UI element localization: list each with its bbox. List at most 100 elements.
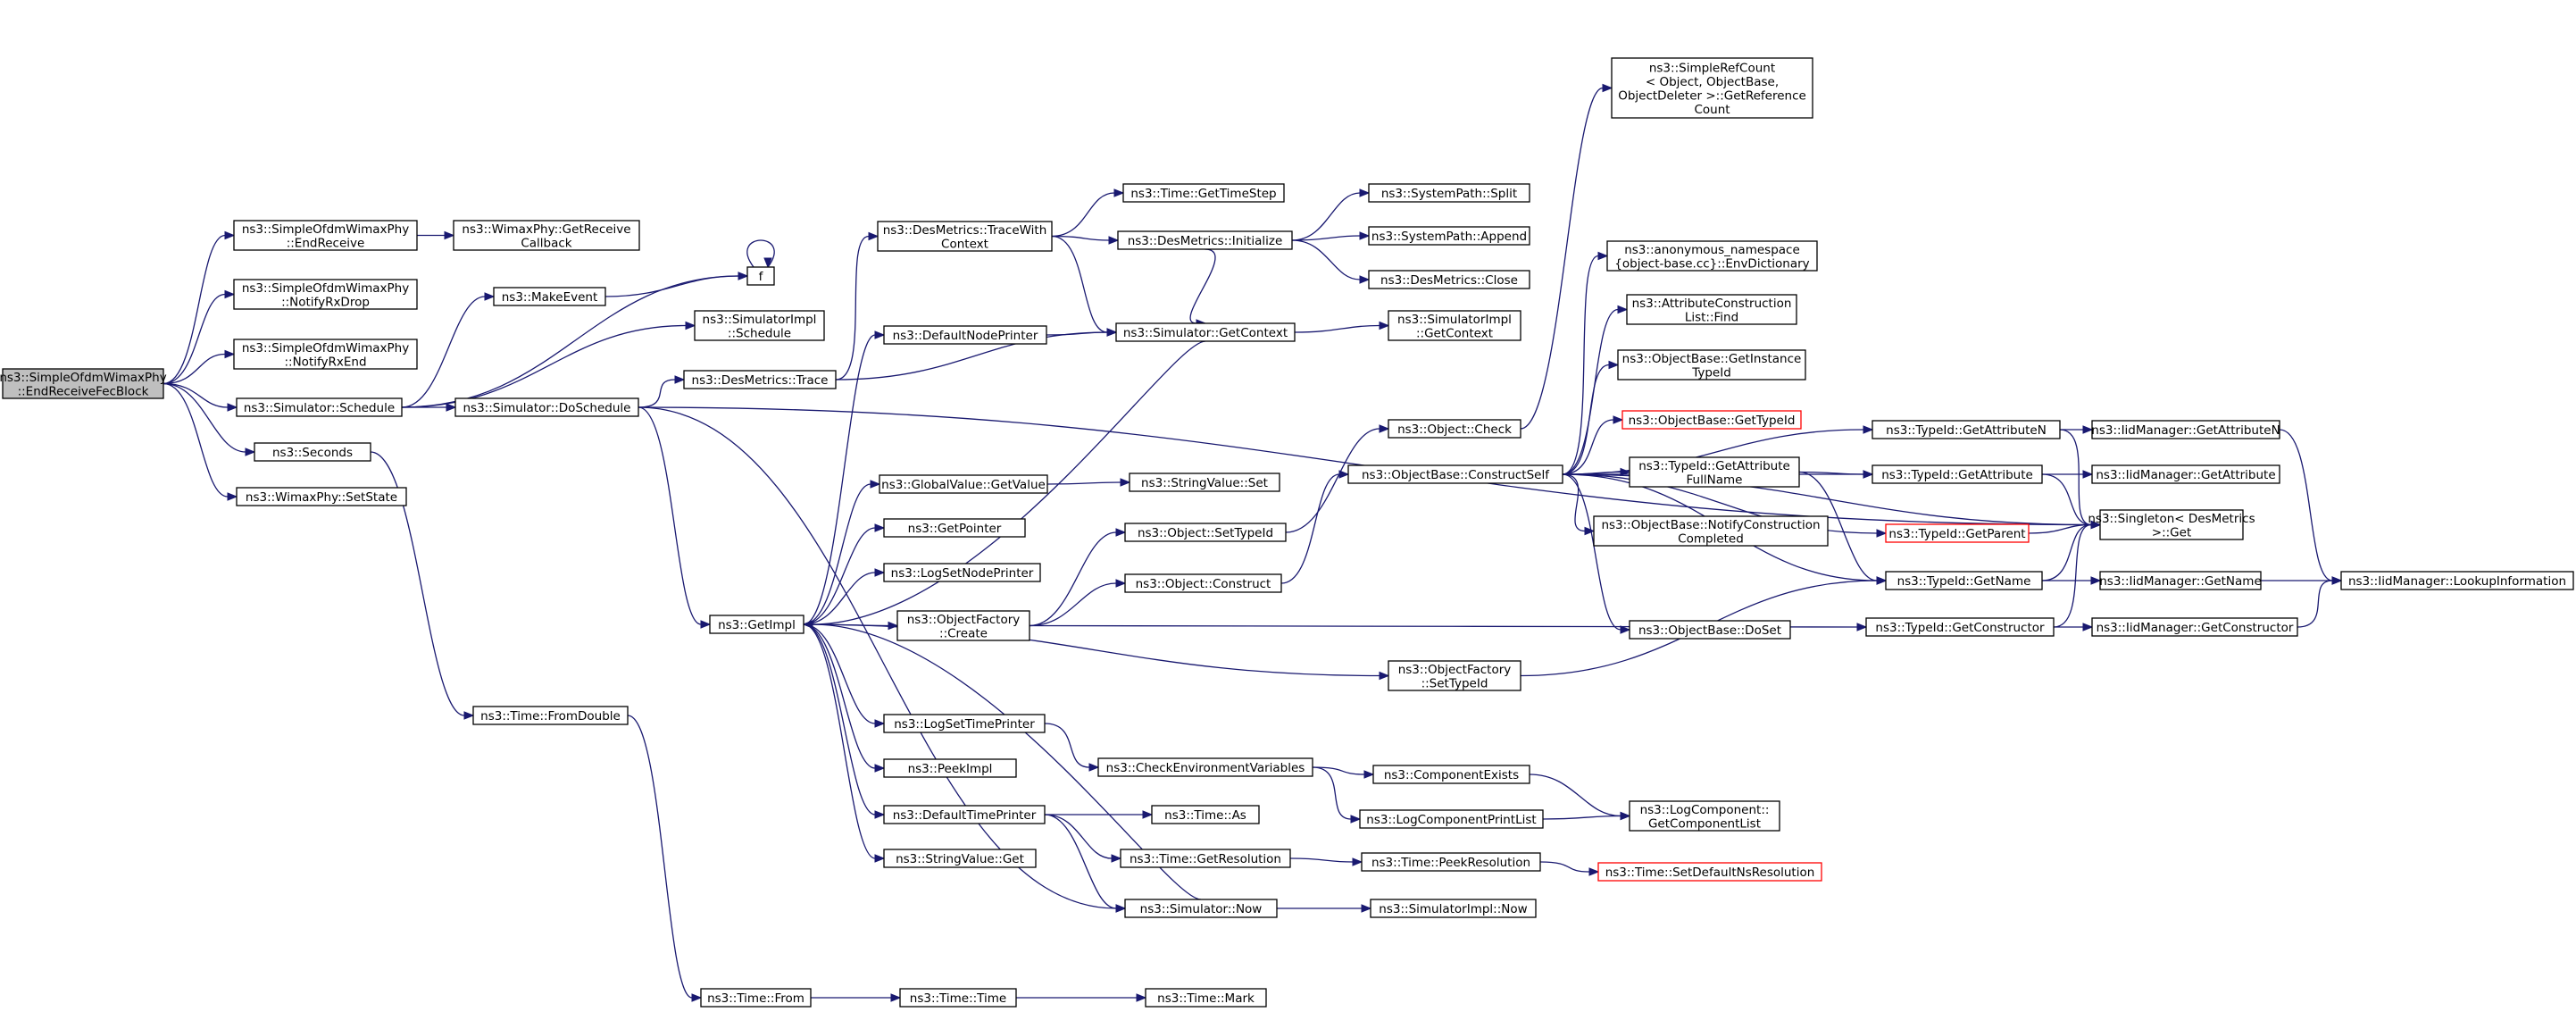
node-label: ::Create [939, 626, 988, 640]
node-label: ns3::Time::SetDefaultNsResolution [1605, 866, 1815, 880]
node-type-id-get-attribute[interactable]: ns3::TypeId::GetAttribute [1872, 464, 2043, 484]
node-label: ns3::Time::GetResolution [1130, 852, 1281, 866]
node-default-node-printer[interactable]: ns3::DefaultNodePrinter [883, 325, 1047, 345]
node-box [1359, 809, 1544, 829]
node-iid-get-attribute-n[interactable]: ns3::IidManager::GetAttributeN [2091, 420, 2280, 439]
node-simulator-now[interactable]: ns3::Simulator::Now [1124, 899, 1278, 918]
edge-schedule-to-sim-impl-schedule [401, 321, 696, 408]
node-notify-rx-drop[interactable]: ns3::SimpleOfdmWimaxPhy::NotifyRxDrop [233, 279, 418, 310]
node-end-receive[interactable]: ns3::SimpleOfdmWimaxPhy::EndReceive [233, 220, 418, 251]
node-label: ns3::StringValue::Get [896, 852, 1024, 866]
node-log-component-print-list[interactable]: ns3::LogComponentPrintList [1359, 809, 1544, 829]
node-seconds[interactable]: ns3::Seconds [254, 442, 371, 462]
node-box [746, 266, 775, 286]
node-do-set[interactable]: ns3::ObjectBase::DoSet [1629, 620, 1791, 640]
node-string-value-set[interactable]: ns3::StringValue::Set [1129, 473, 1280, 492]
node-factory-set-type-id[interactable]: ns3::ObjectFactory::SetTypeId [1388, 660, 1521, 691]
node-make-event[interactable]: ns3::MakeEvent [493, 287, 606, 306]
node-get-reference-count[interactable]: ns3::SimpleRefCount< Object, ObjectBase,… [1611, 57, 1813, 119]
node-sim-impl-get-context[interactable]: ns3::SimulatorImpl::GetContext [1388, 310, 1521, 341]
node-sim-impl-schedule[interactable]: ns3::SimulatorImpl::Schedule [694, 310, 825, 341]
node-from-double[interactable]: ns3::Time::FromDouble [472, 706, 629, 725]
node-peek-resolution[interactable]: ns3::Time::PeekResolution [1361, 852, 1541, 872]
node-box [1611, 57, 1813, 119]
node-notify-construction-completed[interactable]: ns3::ObjectBase::NotifyConstructionCompl… [1593, 515, 1829, 547]
node-object-set-type-id[interactable]: ns3::Object::SetTypeId [1124, 523, 1287, 542]
node-get-component-list[interactable]: ns3::LogComponent::GetComponentList [1629, 800, 1780, 832]
node-singleton-get[interactable]: ns3::Singleton< DesMetrics>::Get [2088, 509, 2255, 540]
node-component-exists[interactable]: ns3::ComponentExists [1372, 765, 1530, 784]
node-label: ns3::Time::PeekResolution [1371, 856, 1530, 870]
node-des-trace[interactable]: ns3::DesMetrics::Trace [683, 370, 837, 389]
node-label: < Object, ObjectBase, [1646, 75, 1779, 89]
node-time-mark[interactable]: ns3::Time::Mark [1145, 988, 1267, 1008]
node-global-get-value[interactable]: ns3::GlobalValue::GetValue [879, 474, 1048, 494]
node-des-initialize[interactable]: ns3::DesMetrics::Initialize [1117, 230, 1293, 250]
node-des-close[interactable]: ns3::DesMetrics::Close [1368, 270, 1530, 289]
node-box [1122, 183, 1285, 203]
node-system-append[interactable]: ns3::SystemPath::Append [1368, 226, 1530, 246]
edge-default-time-printer-to-simulator-now [1044, 814, 1127, 913]
edge-get-impl-to-default-time-printer [803, 623, 886, 819]
node-get-context[interactable]: ns3::Simulator::GetContext [1115, 322, 1296, 342]
node-iid-get-attribute[interactable]: ns3::IidManager::GetAttribute [2091, 464, 2280, 484]
edge-get-impl-to-peek-impl [803, 623, 886, 773]
node-notify-rx-end[interactable]: ns3::SimpleOfdmWimaxPhy::NotifyRxEnd [233, 339, 418, 370]
node-type-id-get-constructor[interactable]: ns3::TypeId::GetConstructor [1865, 617, 2055, 637]
node-object-construct[interactable]: ns3::Object::Construct [1124, 573, 1282, 593]
node-object-check[interactable]: ns3::Object::Check [1388, 419, 1521, 439]
edge-global-get-value-to-string-value-set [1046, 478, 1131, 487]
node-time-as[interactable]: ns3::Time::As [1151, 805, 1260, 824]
edge-object-factory-create-to-object-set-type-id [1029, 528, 1127, 627]
node-box [1361, 852, 1541, 872]
node-type-id-get-name[interactable]: ns3::TypeId::GetName [1885, 571, 2043, 590]
node-object-base-get-type-id[interactable]: ns3::ObjectBase::GetTypeId [1621, 410, 1802, 430]
node-box [1129, 473, 1280, 492]
node-object-factory-create[interactable]: ns3::ObjectFactory::Create [896, 610, 1030, 641]
node-construct-self[interactable]: ns3::ObjectBase::ConstructSelf [1347, 464, 1563, 484]
node-check-env[interactable]: ns3::CheckEnvironmentVariables [1097, 757, 1313, 777]
node-box [1368, 270, 1530, 289]
node-label: ns3::SystemPath::Append [1371, 230, 1527, 244]
node-string-value-get[interactable]: ns3::StringValue::Get [883, 849, 1037, 868]
node-box [694, 310, 825, 341]
node-label: ns3::ObjectBase::GetInstance [1622, 352, 1802, 366]
node-schedule[interactable]: ns3::Simulator::Schedule [236, 397, 403, 417]
node-sim-impl-now[interactable]: ns3::SimulatorImpl::Now [1370, 899, 1537, 918]
edge-check-env-to-component-exists [1312, 766, 1375, 779]
node-iid-lookup-information[interactable]: ns3::IidManager::LookupInformation [2340, 571, 2574, 590]
node-log-set-node-printer[interactable]: ns3::LogSetNodePrinter [883, 563, 1041, 582]
node-default-time-printer[interactable]: ns3::DefaultTimePrinter [883, 805, 1046, 824]
node-label: ns3::Object::SetTypeId [1138, 526, 1273, 540]
node-get-resolution[interactable]: ns3::Time::GetResolution [1120, 849, 1291, 868]
node-label: >::Get [2152, 525, 2191, 539]
node-set-state[interactable]: ns3::WimaxPhy::SetState [236, 487, 407, 506]
node-time-time[interactable]: ns3::Time::Time [899, 988, 1017, 1008]
node-get-impl[interactable]: ns3::GetImpl [709, 615, 804, 634]
edge-object-factory-create-to-object-construct [1029, 579, 1127, 627]
node-type-id-get-parent[interactable]: ns3::TypeId::GetParent [1885, 523, 2030, 543]
node-system-split[interactable]: ns3::SystemPath::Split [1368, 183, 1530, 203]
node-type-id-get-attribute-n[interactable]: ns3::TypeId::GetAttributeN [1872, 420, 2061, 439]
node-f[interactable]: f [746, 266, 775, 286]
node-set-default-ns-resolution[interactable]: ns3::Time::SetDefaultNsResolution [1597, 862, 1822, 882]
node-iid-get-constructor[interactable]: ns3::IidManager::GetConstructor [2091, 617, 2298, 637]
edge-type-id-get-attribute-to-iid-get-attribute [2042, 470, 2094, 479]
node-label: ns3::SimpleOfdmWimaxPhy [0, 371, 167, 385]
node-time-from[interactable]: ns3::Time::From [700, 988, 812, 1008]
node-do-schedule[interactable]: ns3::Simulator::DoSchedule [454, 397, 639, 417]
node-get-time-step[interactable]: ns3::Time::GetTimeStep [1122, 183, 1285, 203]
edge-root-to-end-receive [163, 230, 236, 385]
node-env-dictionary[interactable]: ns3::anonymous_namespace{object-base.cc}… [1606, 240, 1818, 272]
node-peek-impl[interactable]: ns3::PeekImpl [883, 758, 1017, 778]
node-log-set-time-printer[interactable]: ns3::LogSetTimePrinter [883, 714, 1046, 733]
node-iid-get-name[interactable]: ns3::IidManager::GetName [2099, 571, 2262, 590]
node-box [877, 221, 1053, 252]
node-get-pointer[interactable]: ns3::GetPointer [883, 518, 1026, 538]
node-root[interactable]: ns3::SimpleOfdmWimaxPhy::EndReceiveFecBl… [0, 368, 167, 399]
